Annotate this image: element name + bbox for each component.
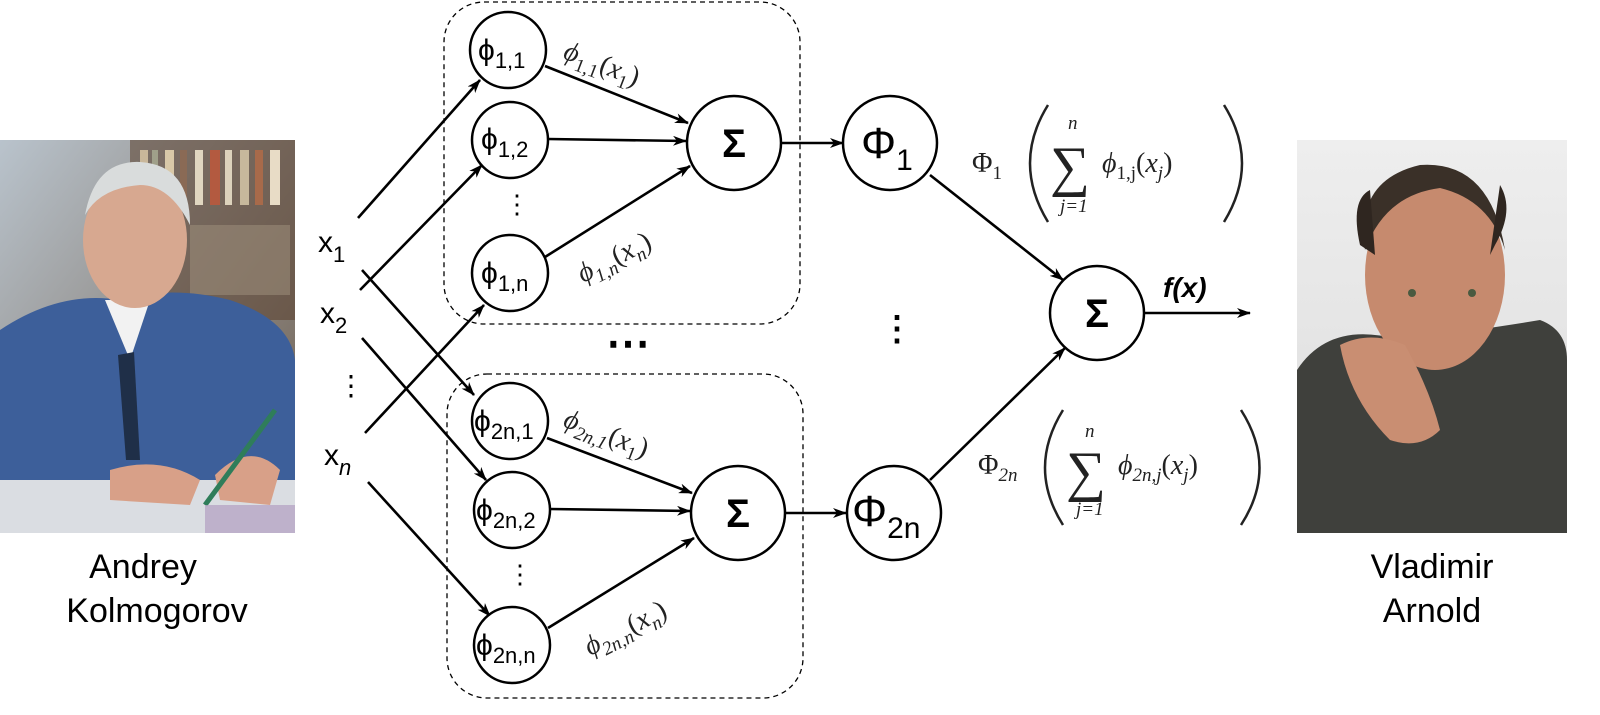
node-phi-2n-1 bbox=[470, 381, 550, 461]
paren-right bbox=[1222, 104, 1244, 223]
node-Phi-2n-label: Φ2n bbox=[852, 487, 920, 545]
svg-text:n: n bbox=[1068, 113, 1078, 134]
input-xn: xn bbox=[324, 439, 351, 480]
input-x2: x2 bbox=[320, 297, 347, 338]
input-x1: x1 bbox=[318, 226, 345, 267]
svg-text:j=1: j=1 bbox=[1073, 499, 1104, 520]
edge-phi1n-sum bbox=[544, 164, 691, 259]
node-Phi-1-label: Φ1 bbox=[861, 119, 913, 177]
formula-Phi-2n: Φ2n n ∑ j=1 ϕ2n,j(xj) bbox=[978, 409, 1261, 526]
svg-text:ϕ1,j(xj): ϕ1,j(xj) bbox=[1102, 148, 1172, 184]
arnold-photo bbox=[1297, 140, 1567, 533]
sum-node-bottom-label: Σ bbox=[726, 492, 750, 536]
inner-group-box-top bbox=[443, 1, 801, 325]
edge-xn-phi2nn bbox=[367, 481, 491, 617]
svg-text:Φ1: Φ1 bbox=[972, 148, 1002, 184]
inner-group-box-bottom bbox=[446, 373, 804, 699]
input-edges bbox=[357, 79, 491, 617]
edge-x1-phi2n1 bbox=[361, 269, 475, 396]
node-phi-2n-1-label: ϕ2n,1 bbox=[474, 405, 534, 444]
svg-text:ϕ2n,j(xj): ϕ2n,j(xj) bbox=[1118, 450, 1198, 486]
arnold-last-name: Arnold bbox=[1383, 592, 1481, 630]
inner-nodes-top: ϕ1,1 ϕ1,2 ⋮ ϕ1,n Σ bbox=[468, 10, 783, 313]
outer-nodes: Φ1 ⋮ Φ2n Σ bbox=[781, 94, 1251, 562]
kolmogorov-first-name: Andrey bbox=[89, 548, 197, 586]
outer-ellipsis: ⋮ bbox=[880, 310, 914, 348]
kolmogorov-last-name: Kolmogorov bbox=[66, 592, 247, 630]
node-phi-2n-2-label: ϕ2n,2 bbox=[476, 494, 536, 533]
edge-Phi2n-sum bbox=[929, 347, 1066, 481]
node-phi-1-n-label: ϕ1,n bbox=[481, 257, 528, 296]
edge-Phi1-sum bbox=[929, 173, 1064, 282]
paren-right bbox=[1239, 409, 1261, 526]
edge-x2-phi12 bbox=[359, 164, 483, 291]
edge-label-phi-1-n: ϕ1,n(xn) bbox=[572, 226, 659, 294]
node-Phi-2n bbox=[845, 464, 943, 562]
node-phi-2n-n bbox=[472, 605, 552, 685]
edge-phi11-sum bbox=[544, 64, 689, 125]
sum-symbol: ∑ bbox=[1050, 136, 1090, 198]
edge-label-phi-2n-n: ϕ2n,n(xn) bbox=[579, 595, 674, 667]
sum-symbol: ∑ bbox=[1066, 441, 1106, 503]
edge-x1-phi11 bbox=[357, 79, 481, 219]
sum-node-output-label: Σ bbox=[1085, 292, 1109, 336]
kolmogorov-photo bbox=[0, 140, 295, 533]
formula-Phi-1: Φ1 n ∑ j=1 ϕ1,j(xj) bbox=[972, 104, 1244, 223]
output-label-fx: f(x) bbox=[1163, 272, 1207, 303]
arnold-first-name: Vladimir bbox=[1371, 548, 1494, 586]
paren-left bbox=[1028, 104, 1050, 223]
edge-phi12-sum bbox=[547, 135, 687, 146]
svg-text:j=1: j=1 bbox=[1057, 196, 1088, 217]
node-phi-1-1 bbox=[468, 10, 548, 90]
edge-xn-phi1n bbox=[364, 304, 485, 434]
paren-left bbox=[1043, 409, 1065, 526]
edge-phi2nn-sum bbox=[547, 536, 695, 630]
sum-node-top-label: Σ bbox=[722, 122, 746, 166]
node-phi-2n-n-label: ϕ2n,n bbox=[476, 629, 536, 668]
node-Phi-1 bbox=[841, 94, 939, 192]
svg-text:Φ2n: Φ2n bbox=[978, 450, 1017, 486]
inner-top-ellipsis: ⋮ bbox=[504, 189, 530, 219]
group-ellipsis: ⋯ bbox=[606, 319, 650, 368]
node-phi-1-n bbox=[470, 233, 550, 313]
edge-phi2n1-sum bbox=[546, 436, 693, 495]
input-ellipsis: ⋮ bbox=[337, 370, 365, 401]
svg-text:n: n bbox=[1085, 421, 1095, 442]
edge-x2-phi2n2 bbox=[361, 337, 487, 481]
node-phi-1-2-label: ϕ1,2 bbox=[481, 123, 528, 162]
inner-bottom-ellipsis: ⋮ bbox=[507, 559, 533, 589]
node-phi-1-1-label: ϕ1,1 bbox=[478, 34, 525, 73]
edge-phi2n2-sum bbox=[549, 505, 691, 516]
